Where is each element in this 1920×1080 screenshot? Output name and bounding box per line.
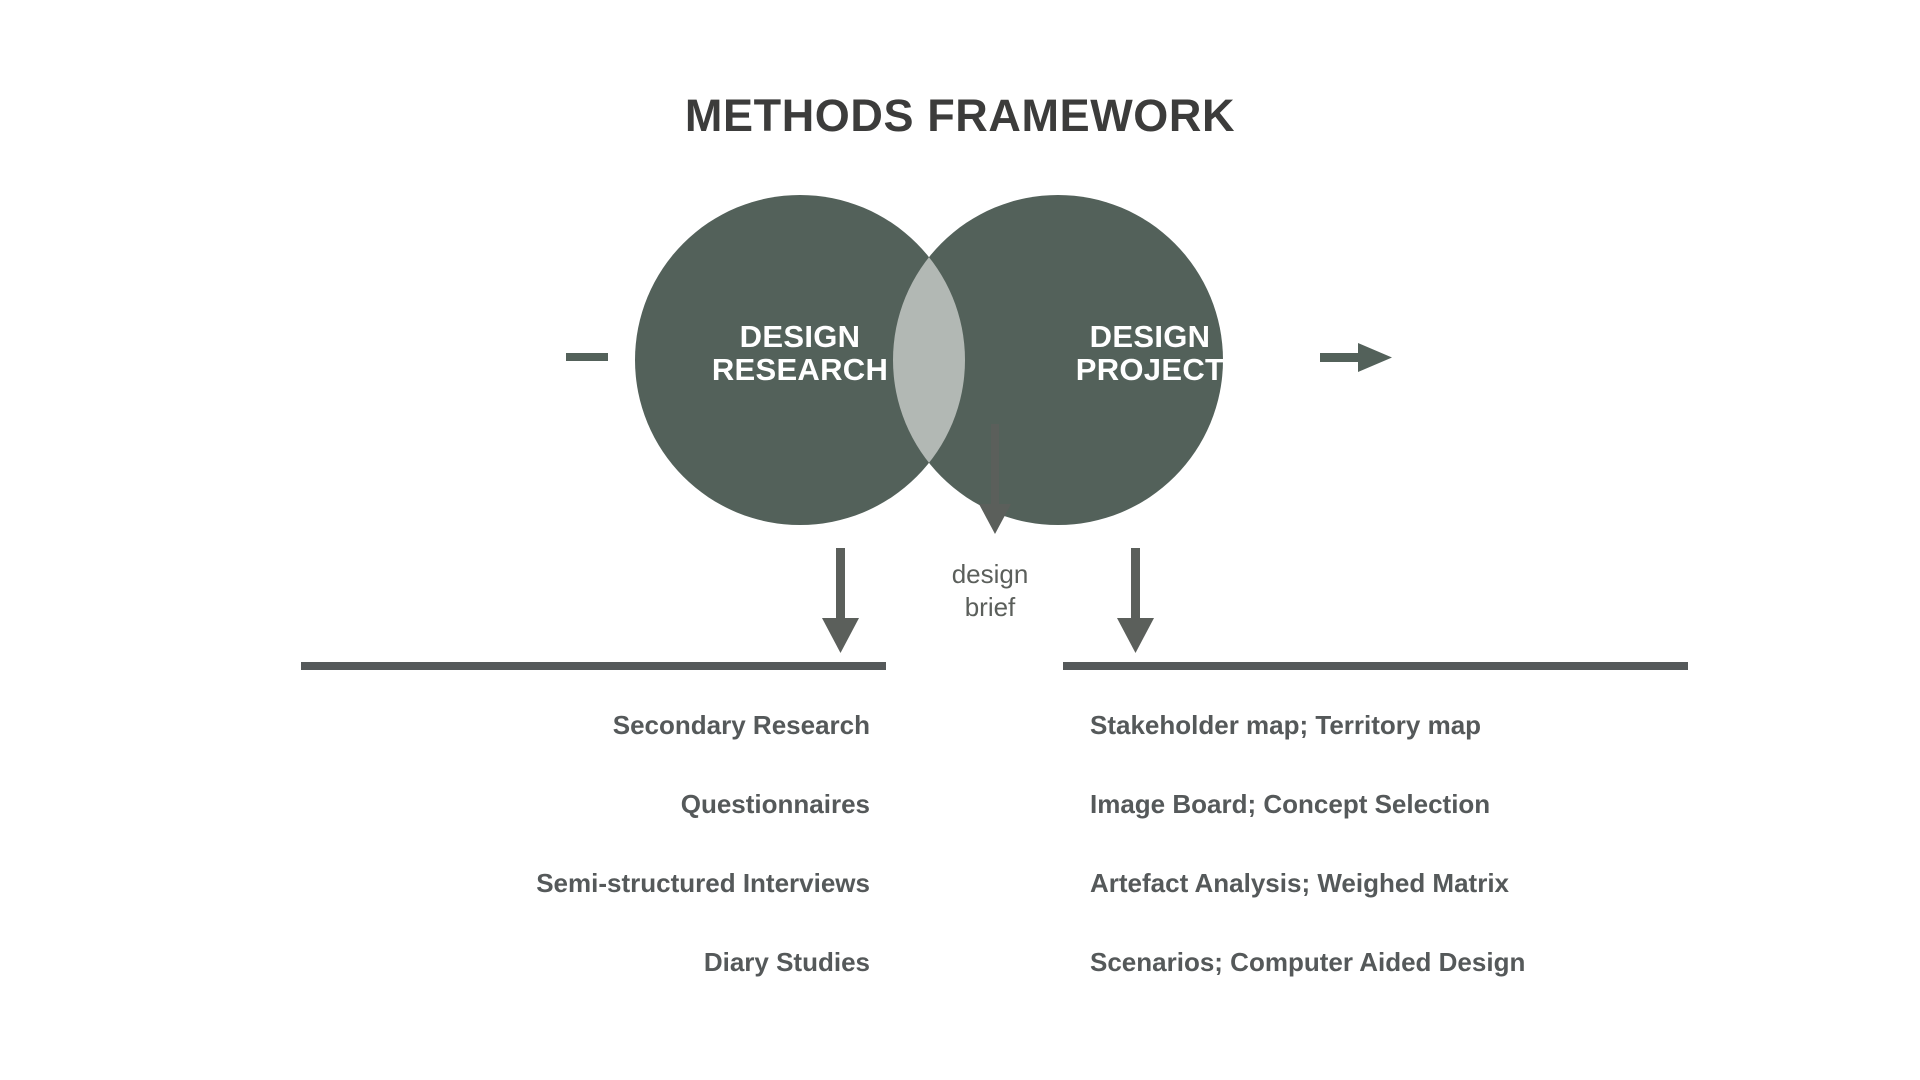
list-item: Stakeholder map; Territory map [1090,710,1482,740]
list-item: Image Board; Concept Selection [1090,789,1491,819]
venn-diagram [635,195,1223,525]
venn-label-design-project: DESIGN PROJECT [1075,319,1225,388]
list-item: Questionnaires [680,789,870,819]
venn-circle-design-research [635,195,965,525]
divider-left [301,662,886,670]
venn-label-design-research: DESIGN RESEARCH [711,319,889,388]
list-item: Secondary Research [612,710,870,740]
venn-circle-design-project [893,195,1223,525]
list-item: Artefact Analysis; Weighed Matrix [1090,868,1509,898]
divider-right [1063,662,1688,670]
list-item: Semi-structured Interviews [536,868,870,898]
method-column-design-project: Stakeholder map; Territory map Image Boa… [1090,705,1710,1021]
page-title: METHODS FRAMEWORK [684,90,1236,141]
method-column-design-research: Secondary Research Questionnaires Semi-s… [300,705,870,1021]
design-brief-label: design brief [951,559,1029,623]
list-item: Scenarios; Computer Aided Design [1090,947,1526,977]
list-item: Diary Studies [703,947,870,977]
